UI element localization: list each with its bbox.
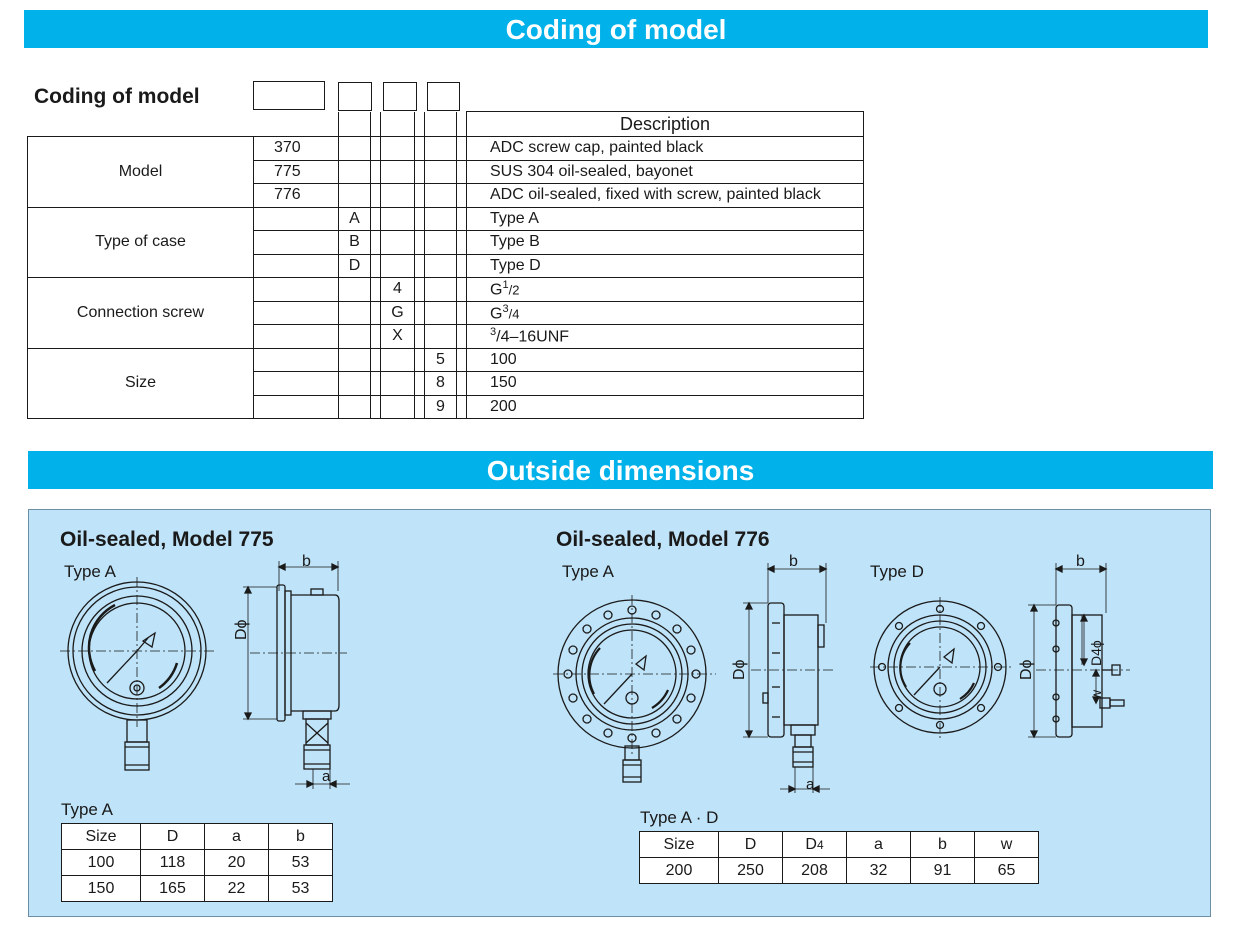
dim-776a-d-label: Dϕ xyxy=(731,659,748,680)
size-code: 8 xyxy=(424,371,457,396)
table-775-cell: 22 xyxy=(204,875,269,902)
connection-code: G xyxy=(380,300,415,325)
size-code-box xyxy=(427,82,460,111)
table-776: Size D D4 a b w 200 250 208 32 91 65 xyxy=(639,831,1039,884)
table-775-cell: 100 xyxy=(61,849,141,876)
model-code: 775 xyxy=(253,159,339,184)
table-776-header: Size xyxy=(639,831,719,858)
table-775-cell: 20 xyxy=(204,849,269,876)
table-776-cell: 208 xyxy=(782,857,847,884)
table-775-cell: 53 xyxy=(268,875,333,902)
connection-code: 4 xyxy=(380,277,415,302)
connection-code: X xyxy=(380,324,415,349)
group-case-label: Type of case xyxy=(27,206,254,278)
description-header: Description xyxy=(466,111,864,137)
model-code: 370 xyxy=(253,136,339,161)
gauge-776-type-d-front-drawing xyxy=(870,597,1014,741)
dim-776a-b-label: b xyxy=(789,553,798,570)
table-775-header: D xyxy=(140,823,205,850)
table-776-cell: 91 xyxy=(910,857,975,884)
outside-dimensions-banner: Outside dimensions xyxy=(28,451,1213,489)
dim-775-d-label: Dϕ xyxy=(233,619,250,640)
case-code: B xyxy=(338,230,371,255)
model-desc: ADC oil-sealed, fixed with screw, painte… xyxy=(466,183,864,208)
connection-desc: G1/2 xyxy=(466,277,864,302)
model-775-title: Oil-sealed, Model 775 xyxy=(60,528,274,551)
dim-776d-d-label: Dϕ xyxy=(1018,659,1035,680)
group-connection-label: Connection screw xyxy=(27,277,254,349)
dim-775-a-label: a xyxy=(322,768,331,785)
coding-banner: Coding of model xyxy=(24,10,1208,48)
dim-776d-d4-label: D4ϕ xyxy=(1088,640,1104,666)
table-775-label: Type A xyxy=(61,800,113,819)
connection-desc: G3/4 xyxy=(466,300,864,325)
gauge-776-type-d-side-drawing xyxy=(1028,563,1130,739)
size-desc: 200 xyxy=(466,394,864,419)
table-776-label: Type A · D xyxy=(640,808,719,827)
connection-code-box xyxy=(383,82,417,111)
case-desc: Type B xyxy=(466,230,864,255)
table-776-cell: 32 xyxy=(846,857,911,884)
size-desc: 150 xyxy=(466,371,864,396)
table-776-cell: 65 xyxy=(974,857,1039,884)
dim-775-b-label: b xyxy=(302,553,311,570)
model-desc: SUS 304 oil-sealed, bayonet xyxy=(466,159,864,184)
dim-776d-w-label: w xyxy=(1088,689,1104,700)
size-code: 9 xyxy=(424,394,457,419)
group-size-label: Size xyxy=(27,347,254,419)
dim-776a-a-label: a xyxy=(806,776,815,793)
table-776-header: b xyxy=(910,831,975,858)
size-desc: 100 xyxy=(466,347,864,372)
model-776-title: Oil-sealed, Model 776 xyxy=(556,528,770,551)
gauge-775-side-drawing xyxy=(243,561,350,789)
coding-table: Description Model 370 ADC screw cap, pai… xyxy=(27,111,864,419)
gauge-776-type-a-side-drawing xyxy=(743,563,835,794)
gauge-775-front-drawing xyxy=(60,577,215,771)
table-775-header: a xyxy=(204,823,269,850)
table-776-header: w xyxy=(974,831,1039,858)
table-776-header: D4 xyxy=(782,831,847,858)
table-775-cell: 53 xyxy=(268,849,333,876)
case-desc: Type A xyxy=(466,206,864,231)
table-776-header: D xyxy=(718,831,783,858)
case-desc: Type D xyxy=(466,253,864,278)
coding-title: Coding of model xyxy=(34,85,200,108)
model-776-type-d-label: Type D xyxy=(870,562,924,581)
case-code: A xyxy=(338,206,371,231)
size-code: 5 xyxy=(424,347,457,372)
table-775: Size D a b 100 118 20 53 150 165 22 53 xyxy=(61,823,333,902)
table-776-header: a xyxy=(846,831,911,858)
model-775-type-label: Type A xyxy=(64,562,116,581)
table-775-cell: 150 xyxy=(61,875,141,902)
case-code: D xyxy=(338,253,371,278)
table-775-cell: 118 xyxy=(140,849,205,876)
gauge-776-type-a-front-drawing xyxy=(553,595,716,783)
model-code: 776 xyxy=(253,183,339,208)
group-model-label: Model xyxy=(27,136,254,208)
dim-776d-b-label: b xyxy=(1076,553,1085,570)
connection-desc: 3/4–16UNF xyxy=(466,324,864,349)
table-776-cell: 200 xyxy=(639,857,719,884)
model-code-box xyxy=(253,81,325,110)
table-775-header: b xyxy=(268,823,333,850)
model-desc: ADC screw cap, painted black xyxy=(466,136,864,161)
table-775-header: Size xyxy=(61,823,141,850)
case-code-box xyxy=(338,82,372,111)
table-775-cell: 165 xyxy=(140,875,205,902)
model-776-type-a-label: Type A xyxy=(562,562,614,581)
table-776-cell: 250 xyxy=(718,857,783,884)
